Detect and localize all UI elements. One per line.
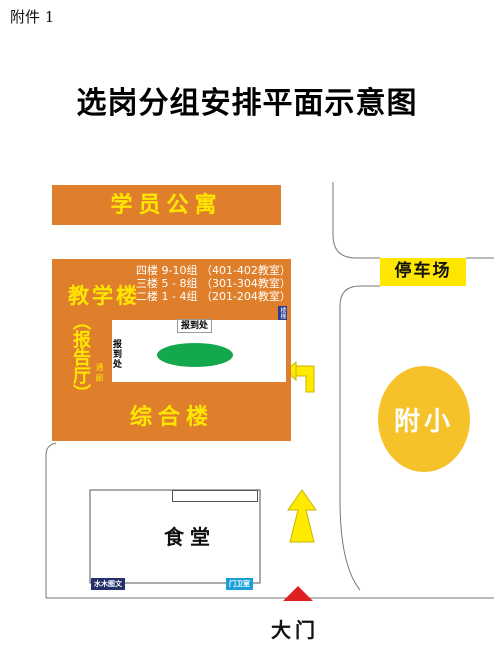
entry-arrow-main xyxy=(287,489,317,543)
attachment-label: 附件 1 xyxy=(10,8,55,26)
teaching-label: 教学楼 xyxy=(68,283,140,308)
general-building-label: 综合楼 xyxy=(129,404,214,430)
canteen-entrance xyxy=(172,490,258,502)
report-point-top: 报到处 xyxy=(177,319,213,333)
page-title: 选岗分组安排平面示意图 xyxy=(76,86,418,121)
road-edge-west xyxy=(45,442,57,598)
guard-room-tag: 门卫室 xyxy=(226,578,253,590)
gate-marker xyxy=(283,586,313,601)
dormitory-label: 学员公寓 xyxy=(110,192,223,218)
affiliated-school: 附小 xyxy=(378,366,470,472)
report-point-left: 报到处 xyxy=(113,340,123,370)
waiting-hall-label: （报告厅） xyxy=(70,312,91,402)
main-gate-label: 大门 xyxy=(271,618,319,642)
stair-mark: 楼梯 xyxy=(278,306,287,320)
dormitory-building: 学员公寓 xyxy=(52,185,281,225)
road-edge-east xyxy=(339,285,380,591)
floor-3: 三楼 5 - 8组 （301-304教室） xyxy=(136,277,291,290)
corridor-mark: 通 廊 xyxy=(95,363,104,382)
shop-tag: 水木图文 xyxy=(91,578,125,590)
road-edge-north xyxy=(332,182,380,259)
parking-lot: 停车场 xyxy=(380,258,466,286)
floor-4: 四楼 9-10组 （401-402教室） xyxy=(136,264,291,277)
turn-arrow xyxy=(295,365,315,393)
floor-2: 二楼 1 - 4组 （201-204教室） xyxy=(136,290,291,303)
floor-list: 四楼 9-10组 （401-402教室） 三楼 5 - 8组 （301-304教… xyxy=(136,264,291,303)
canteen-label: 食堂 xyxy=(164,525,216,549)
lawn-oval xyxy=(157,343,233,367)
